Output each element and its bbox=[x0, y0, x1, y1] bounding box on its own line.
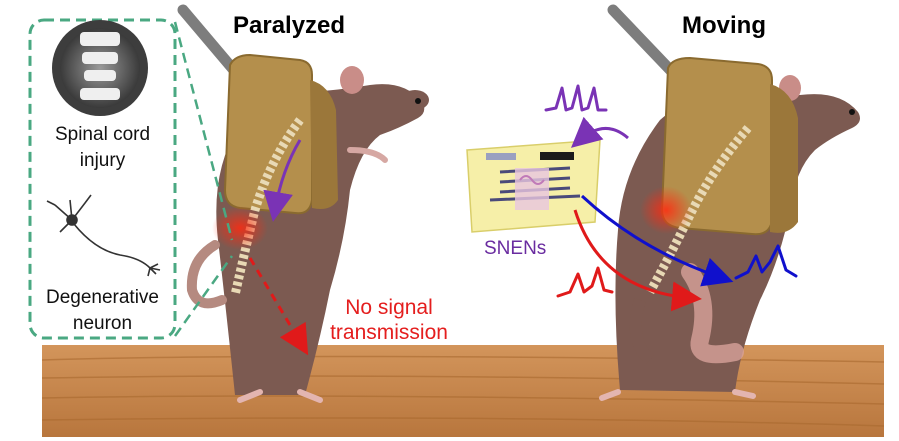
no-signal-label: No signal transmission bbox=[330, 296, 448, 344]
snen-device bbox=[466, 139, 601, 233]
inset-top-label: Spinal cord injury bbox=[54, 124, 151, 171]
title-paralyzed: Paralyzed bbox=[233, 12, 346, 39]
descending-signal-arrow bbox=[263, 139, 302, 222]
recorded-signal-arrow bbox=[580, 194, 734, 287]
signal-waveform-icon bbox=[544, 84, 798, 298]
injury-glow bbox=[212, 206, 268, 250]
snens-label: SNENs bbox=[484, 238, 547, 259]
spine-xray-icon bbox=[52, 20, 148, 116]
spine-right bbox=[646, 125, 752, 295]
floor bbox=[41, 345, 885, 437]
backpack bbox=[223, 53, 338, 215]
inset-bottom-label: Degenerative neuron bbox=[45, 287, 160, 334]
title-moving: Moving bbox=[682, 12, 766, 39]
input-signal-arrow bbox=[570, 116, 629, 148]
stimulation-signal-arrow bbox=[573, 209, 702, 312]
backpack-right bbox=[660, 56, 798, 236]
neuron-icon bbox=[46, 194, 161, 277]
stimulation-glow bbox=[640, 186, 692, 234]
blocked-signal-arrow bbox=[248, 257, 309, 356]
inset bbox=[28, 18, 234, 340]
